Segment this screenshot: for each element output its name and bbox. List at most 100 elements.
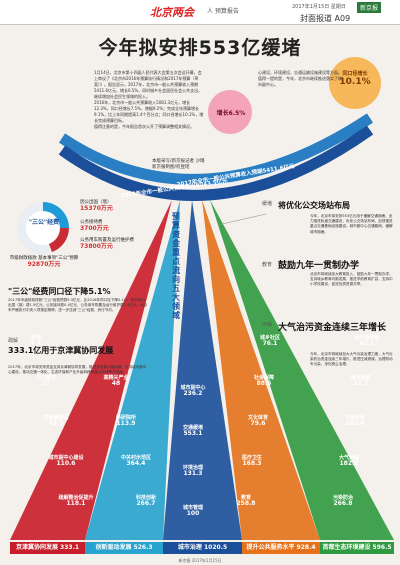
- caliber-bubble: [329, 57, 381, 109]
- pie-total: 92870万元: [27, 261, 61, 268]
- income-arc: [58, 113, 374, 185]
- pie-item-3: 公务用车购置及运行维护费 73800万元: [80, 238, 155, 251]
- section-text: 今年，北京市将继续加大大气污染治理力度，大气污染防治资金连续三年增长，推进压减燃…: [310, 352, 393, 367]
- fan-group-total: 首都生态环境建设 596.5: [320, 542, 394, 554]
- fan-item-value: 182.6: [345, 420, 365, 427]
- fan-background: [10, 200, 394, 540]
- fan-group-total: 京津冀协同发展 333.1: [10, 542, 85, 554]
- fan-item-label: 高精尖产业: [103, 375, 129, 381]
- fan-item-value: 113.9: [116, 420, 136, 427]
- sangong-text: 2017年市级财政拨款"三公"经费预算9.3亿元，比2016年同口径下降5.1%…: [8, 298, 148, 313]
- fan-item-value: 62.1: [359, 340, 375, 347]
- fan-item-label: 污染防治: [332, 495, 353, 501]
- spend-arc: [58, 125, 374, 201]
- fan-item-label: 城乡社区: [259, 335, 280, 341]
- fan-item-value: 182.2: [339, 460, 359, 467]
- intro-paragraph-right: 心建设，环境建设，交通运输设施建设等方面。 值得一提的是，今年，北京市继续推进落…: [258, 70, 344, 150]
- fan-item-label: 节能环保: [344, 415, 365, 421]
- growth-bubble-label: 增长6.5%: [216, 110, 246, 117]
- fan-item-value: 266.7: [136, 500, 156, 507]
- fan-item-label: 交通缓堵: [182, 425, 203, 431]
- masthead-subtitle: 人 预算报告: [207, 8, 239, 15]
- caliber-value: 10.1%: [339, 77, 371, 87]
- section-headline: 大气治污资金连续三年增长: [278, 323, 387, 333]
- page-title: 今年拟安排553亿缓堵: [98, 37, 302, 59]
- caliber-label: 同口径增长: [342, 71, 368, 77]
- fan-item-label: 疏解整治促提升: [58, 495, 94, 501]
- fan-item-value: 79.6: [250, 420, 266, 427]
- fan-item-label: 其他: [30, 335, 41, 341]
- page-footer: 新京报 2017年1月15日: [178, 558, 222, 563]
- author-credit: 本版采写/新京报记者 沙璐 新京报制图/何昱瑶: [152, 159, 205, 170]
- pie-item-2: 公务接待费 3700万元: [80, 220, 155, 233]
- section-headline: 333.1亿用于京津冀协同发展: [8, 346, 114, 355]
- fan-item-label: 水污染防治: [354, 335, 380, 341]
- fan-item-value: 553.1: [183, 430, 203, 437]
- fan-item-value: 21.7: [353, 380, 369, 387]
- fan-item-value: 258.8: [236, 500, 256, 507]
- fan-item-label: 科研院所: [115, 415, 136, 421]
- pie-item-value: 3700万元: [80, 225, 109, 232]
- fan-item-value: 100: [186, 510, 200, 517]
- section-headline: 将优化公交场站布局: [278, 201, 350, 210]
- fan-group-total: 提升公共服务水平 928.4: [242, 542, 320, 554]
- pie-item-value: 15370万元: [80, 205, 113, 212]
- fan-item-label: 城市副中心建设: [48, 455, 84, 461]
- pie-item-label: 公务接待费: [80, 220, 103, 225]
- center-column-heading: 预算资金重点流向五大领域: [172, 212, 180, 320]
- pie-item-value: 73800万元: [80, 243, 113, 250]
- intro-p1: 1月14日，北京市第十四届人民代表大会第五次会议开幕，会上审议了《北京市2016…: [94, 70, 203, 99]
- fan-item-label: 文化体育: [247, 415, 268, 421]
- fan-item-label: 大气治理: [338, 455, 359, 461]
- pie-center: "三公"经费: [24, 220, 64, 226]
- fan-item-label: 京津冀协同: [43, 415, 69, 421]
- intro-p4: 心建设，环境建设，交通运输设施建设等方面。: [258, 70, 342, 75]
- fan-item-value: 4.1: [30, 340, 42, 347]
- pie-center-title: "三公"经费: [28, 219, 60, 226]
- fan-item-value: 43.3: [48, 420, 64, 427]
- fan-group-total: 创新驱动发展 526.3: [85, 542, 163, 554]
- sangong-headline: "三公"经费同口径下降5.1%: [8, 287, 111, 296]
- fan-item-value: 131.3: [183, 470, 203, 477]
- fan-item-value: 57: [41, 380, 51, 387]
- pie-item-label: 因公出国（境）: [80, 200, 112, 205]
- masthead-section: 封面报道 A09: [300, 14, 351, 23]
- pie-item-1: 因公出国（境） 15370万元: [80, 200, 155, 213]
- section-text: 今年，北京市拟安排553亿元用于缓解交通拥堵，全力推进轨道交通建设，优化公交场站…: [310, 214, 393, 234]
- fan-item-value: 118.1: [66, 500, 86, 507]
- section-tag: 环保: [262, 322, 273, 328]
- section-text: 2017年，北京市将安排资金支持京津冀协同发展，推进非首都功能疏解，支持城市副中…: [8, 365, 147, 375]
- fan-item-label: 城市副中心: [180, 385, 206, 391]
- fan-item-value: 76.1: [262, 340, 278, 347]
- section-tag: 疏解: [8, 338, 19, 344]
- pie-item-label: 公务用车购置及运行维护费: [80, 238, 134, 243]
- masthead-date: 2017年1月15日 星期日: [292, 4, 346, 10]
- caliber-bubble-label: 同口径增长 10.1%: [332, 70, 378, 87]
- fan-item-value: 48: [111, 380, 121, 387]
- fan-item-label: 对口帮扶: [35, 375, 56, 381]
- fan-item-label: 城市管理: [182, 505, 203, 511]
- fan-group-total: 城市治理 1020.5: [163, 542, 242, 554]
- section-tag: 缓堵: [262, 201, 273, 207]
- fan-item-label: 教育: [240, 495, 251, 501]
- intro-p3: 值得注意的是，今年报告首次公开了预算调整相关情况。: [94, 124, 194, 129]
- pie-note: 市级财政拨款 基本事项"三公"预算 92870万元: [8, 256, 80, 269]
